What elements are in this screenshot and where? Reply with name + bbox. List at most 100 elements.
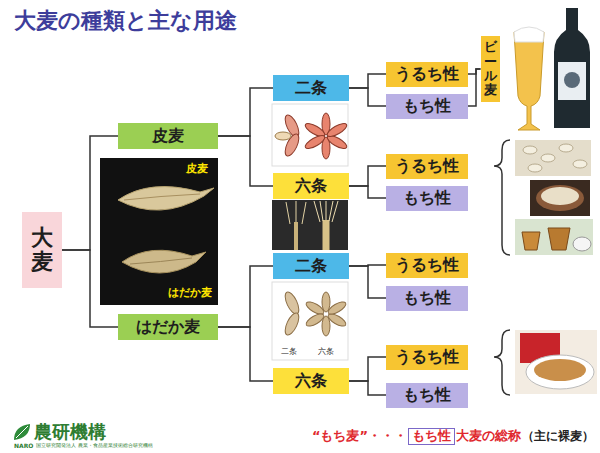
naked-cross-section-photo <box>304 312 325 329</box>
cross-section-photo <box>272 104 348 166</box>
root-box: 大麦 <box>22 212 62 288</box>
cross-section-photo <box>275 132 291 140</box>
note-text: “もち麦”・・・ <box>312 429 407 443</box>
diagram-title: 大麦の種類と主な用途 <box>14 6 237 36</box>
box-text: うるち性 <box>395 256 459 274</box>
photo-label: はだか麦 <box>168 287 212 299</box>
spike-photo <box>294 222 298 250</box>
beer-picture <box>564 72 580 88</box>
box-text: 皮麦 <box>152 127 184 145</box>
box-text: 六条 <box>295 177 327 195</box>
spike-photo <box>272 200 348 250</box>
photo-label: 六条 <box>318 348 334 357</box>
box-text: はだか麦 <box>136 318 200 336</box>
beer-picture <box>554 8 590 128</box>
starch-type-box: もち性 <box>386 286 468 311</box>
note-text: 大麦の総称 <box>456 429 521 443</box>
tree-connector <box>218 327 273 381</box>
cross-section-photo <box>272 104 349 166</box>
pressed-barley-photo <box>573 160 587 168</box>
starch-type-box: うるち性 <box>386 345 468 370</box>
tree-connector <box>349 357 386 381</box>
box-text: もち性 <box>403 386 451 404</box>
grain-photo <box>100 158 218 305</box>
highlight-box: もち性 <box>408 428 455 445</box>
note-text: （主に裸麦） <box>522 430 594 443</box>
beer-picture <box>514 8 590 130</box>
rice-bowl-photo <box>541 187 579 205</box>
tea-photo <box>515 219 593 255</box>
bracket <box>494 140 510 255</box>
box-text: もち性 <box>403 289 451 307</box>
bracket <box>494 330 510 395</box>
rice-bowl-photo <box>530 180 590 216</box>
pressed-barley-photo <box>541 154 555 162</box>
tree-connector <box>349 186 386 198</box>
beer-picture <box>558 62 586 100</box>
grain-photo <box>100 158 218 305</box>
starch-type-box: もち性 <box>386 94 468 119</box>
beer-picture <box>514 27 544 42</box>
tree-connector <box>349 381 386 395</box>
beer-picture <box>514 32 544 130</box>
tree-connector <box>218 136 273 186</box>
naked-cross-section-photo <box>322 316 330 336</box>
cross-section-photo <box>325 121 348 139</box>
row-type-box: 六条 <box>273 173 349 199</box>
tea-photo <box>548 228 570 250</box>
starch-type-box: うるち性 <box>386 253 468 278</box>
box-text: 大麦 <box>31 226 53 274</box>
pressed-barley-photo <box>559 144 573 152</box>
rice-bowl-photo <box>530 180 590 216</box>
grain-photo <box>124 194 200 200</box>
starch-type-box: うるち性 <box>386 154 468 179</box>
box-text: もち性 <box>403 97 451 115</box>
noodle-food-photo <box>515 330 597 394</box>
category-box: 皮麦 <box>118 123 218 149</box>
naked-cross-section-photo <box>282 290 301 316</box>
box-text: うるち性 <box>395 65 459 83</box>
logo-icon <box>16 426 28 438</box>
tree-connector <box>349 266 386 298</box>
grain-photo <box>130 258 192 264</box>
grain-photo <box>118 187 214 211</box>
starch-type-box: うるち性 <box>386 62 468 87</box>
spike-photo <box>323 220 330 250</box>
tea-photo <box>573 237 591 251</box>
starch-type-box: もち性 <box>386 383 468 408</box>
box-text: もち性 <box>412 429 451 444</box>
naked-cross-section-photo <box>322 292 330 312</box>
tree-connector <box>62 250 118 327</box>
tree-connector <box>468 69 481 106</box>
pressed-barley-photo <box>523 146 537 154</box>
noodle-food-photo <box>534 359 586 381</box>
tea-photo <box>515 219 593 255</box>
naked-cross-section-photo <box>282 311 301 337</box>
tea-photo <box>522 232 540 250</box>
row-type-box: 二条 <box>273 253 349 279</box>
tree-connector <box>62 136 118 250</box>
noodle-food-photo <box>515 330 597 394</box>
photo-label: 皮麦 <box>186 163 208 175</box>
starch-type-box: もち性 <box>386 186 468 211</box>
box-text: 二条 <box>295 257 327 275</box>
tree-connector <box>349 166 386 186</box>
logo-icon <box>14 424 30 440</box>
pressed-barley-photo <box>515 140 591 176</box>
grain-photo <box>122 250 206 273</box>
logo-text: NARO <box>14 443 33 450</box>
tree-connector <box>349 88 386 106</box>
pressed-barley-photo <box>515 140 591 176</box>
spike-photo <box>314 201 338 222</box>
row-type-box: 六条 <box>273 368 349 394</box>
logo-icon <box>14 424 30 440</box>
tree-connector <box>349 74 386 88</box>
pressed-barley-photo <box>528 164 542 172</box>
box-text: うるち性 <box>395 157 459 175</box>
noodle-food-photo <box>526 355 594 389</box>
rice-bowl-photo <box>536 185 584 211</box>
box-text: もち性 <box>403 189 451 207</box>
footer-note: もち性 “もち麦”・・・ 大麦の総称（主に裸麦） <box>312 428 594 445</box>
naked-cross-section-photo <box>272 282 348 360</box>
